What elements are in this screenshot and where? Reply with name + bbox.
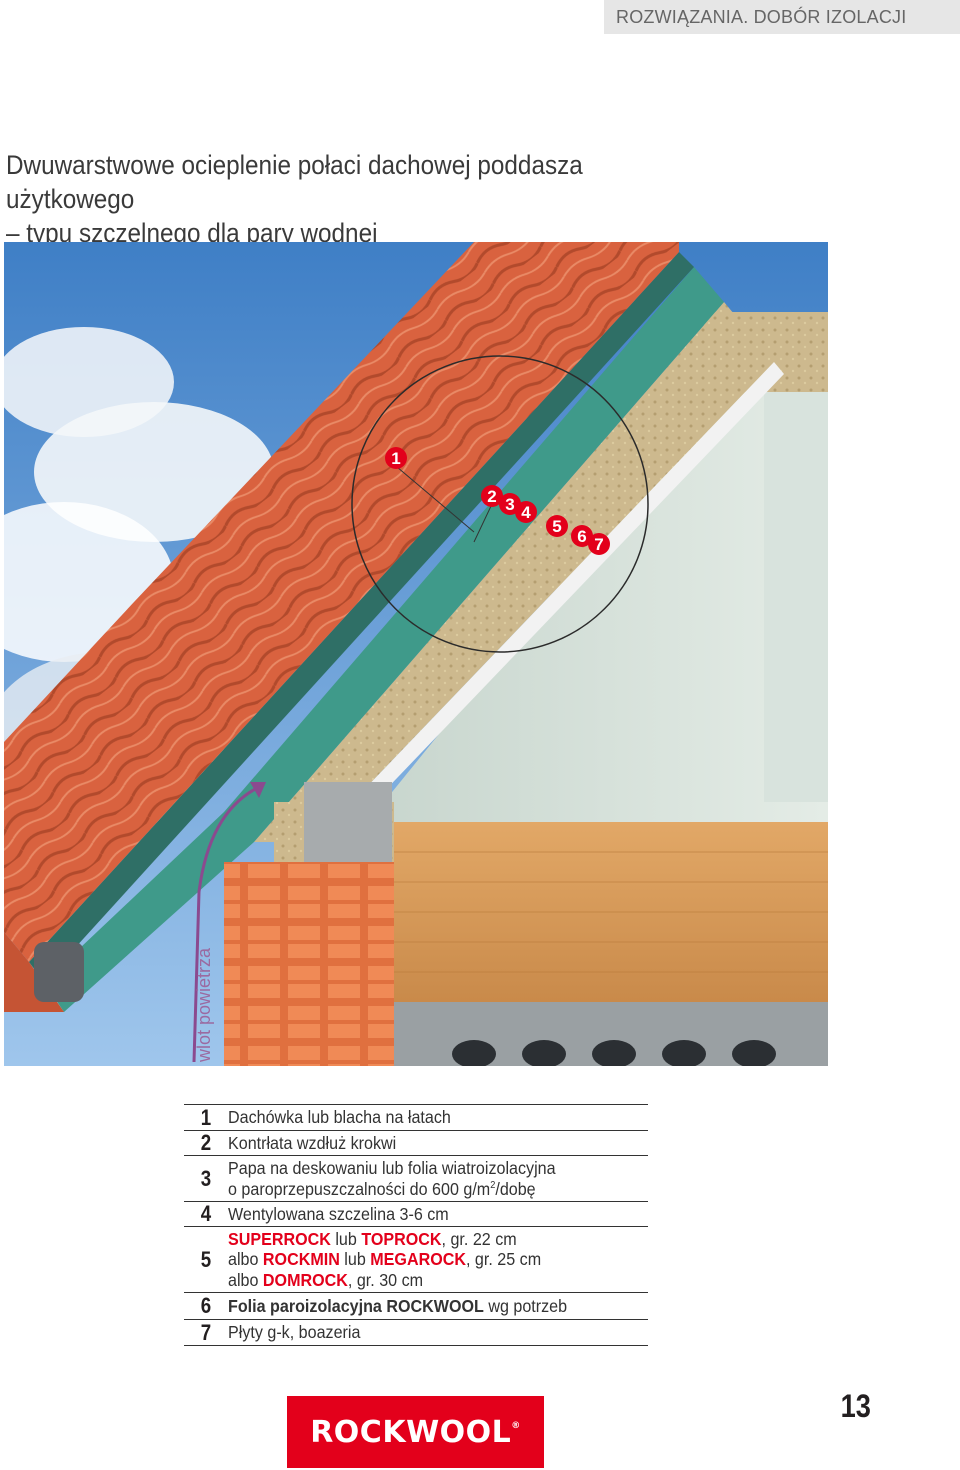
section-header-text: ROZWIĄZANIA. DOBÓR IZOLACJI: [616, 7, 906, 28]
roof-cross-section-illustration: 1 2 3 4 5 6 7: [4, 242, 828, 1066]
svg-text:7: 7: [594, 535, 603, 554]
svg-text:5: 5: [552, 517, 561, 536]
product-rockmin: ROCKMIN: [263, 1249, 340, 1269]
svg-text:1: 1: [391, 449, 400, 468]
legend-number: 2: [187, 1130, 224, 1156]
legend-number: 3: [187, 1166, 224, 1192]
svg-text:3: 3: [505, 495, 514, 514]
legend-number: 5: [187, 1247, 224, 1273]
legend-number: 1: [187, 1105, 224, 1131]
svg-text:4: 4: [521, 503, 531, 522]
page-number: 13: [841, 1388, 871, 1425]
legend-row-6: 6 Folia paroizolacyjna ROCKWOOL wg potrz…: [184, 1292, 648, 1319]
air-inlet-label: wlot powietrza: [194, 947, 214, 1063]
callout-4: 4: [515, 501, 537, 523]
callout-1: 1: [385, 447, 407, 469]
legend-text: Folia paroizolacyjna ROCKWOOL wg potrzeb: [228, 1296, 614, 1317]
rockwool-logo: ROCKWOOL®: [287, 1396, 544, 1468]
svg-text:2: 2: [487, 487, 496, 506]
svg-text:6: 6: [577, 527, 586, 546]
legend-text: Dachówka lub blacha na łatach: [228, 1107, 614, 1128]
product-domrock: DOMROCK: [263, 1270, 348, 1290]
legend-text: Kontrłata wzdłuż krokwi: [228, 1133, 614, 1154]
legend-text: SUPERROCK lub TOPROCK, gr. 22 cm albo RO…: [228, 1229, 614, 1291]
legend-row-5: 5 SUPERROCK lub TOPROCK, gr. 22 cm albo …: [184, 1226, 648, 1292]
legend-row-2: 2 Kontrłata wzdłuż krokwi: [184, 1130, 648, 1155]
legend-number: 6: [187, 1293, 224, 1319]
legend-number: 7: [187, 1320, 224, 1346]
legend-row-1: 1 Dachówka lub blacha na łatach: [184, 1104, 648, 1130]
legend-text: Wentylowana szczelina 3-6 cm: [228, 1204, 614, 1225]
legend-number: 4: [187, 1201, 224, 1227]
product-toprock: TOPROCK: [361, 1229, 441, 1249]
legend-text: Płyty g-k, boazeria: [228, 1322, 614, 1343]
legend-row-3: 3 Papa na deskowaniu lub folia wiatroizo…: [184, 1155, 648, 1201]
page-title: Dwuwarstwowe ocieplenie połaci dachowej …: [6, 148, 690, 250]
legend-text-line: Papa na deskowaniu lub folia wiatroizola…: [228, 1158, 614, 1179]
callout-7: 7: [588, 533, 610, 555]
page-title-line-1: Dwuwarstwowe ocieplenie połaci dachowej …: [6, 148, 690, 216]
legend-table: 1 Dachówka lub blacha na łatach 2 Kontrł…: [184, 1104, 648, 1346]
product-megarock: MEGAROCK: [370, 1249, 466, 1269]
section-header: ROZWIĄZANIA. DOBÓR IZOLACJI: [604, 0, 960, 34]
product-superrock: SUPERROCK: [228, 1229, 331, 1249]
legend-text-line: o paroprzepuszczalności do 600 g/m2/dobę: [228, 1179, 614, 1200]
logo-text: ROCKWOOL®: [310, 1415, 521, 1450]
legend-row-7: 7 Płyty g-k, boazeria: [184, 1319, 648, 1346]
legend-text: Papa na deskowaniu lub folia wiatroizola…: [228, 1158, 614, 1199]
legend-row-4: 4 Wentylowana szczelina 3-6 cm: [184, 1201, 648, 1226]
callout-5: 5: [546, 515, 568, 537]
